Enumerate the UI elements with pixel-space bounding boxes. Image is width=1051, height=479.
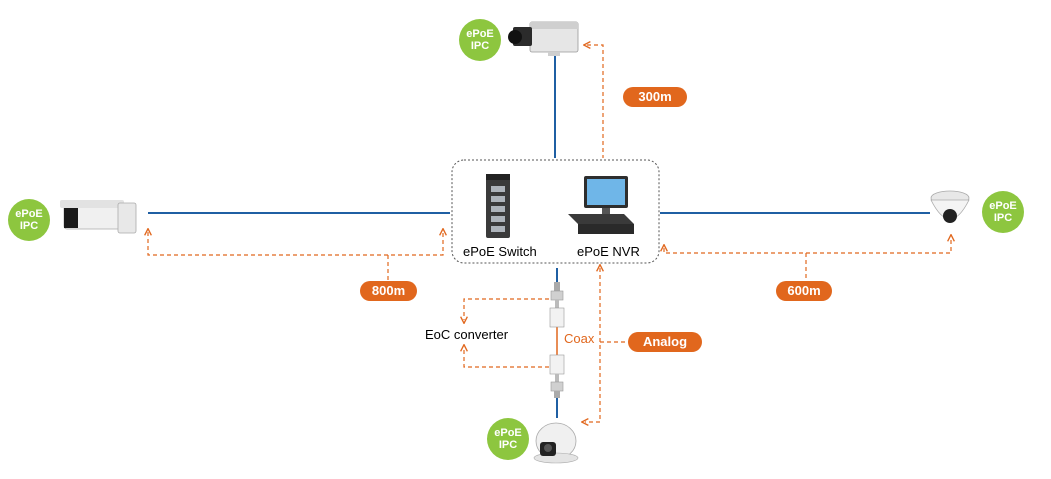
analog-label: Analog [628,332,702,352]
bullet-camera-icon [60,200,137,234]
analog-path [585,268,600,422]
distance-path-right [664,238,951,254]
epoe-switch-icon [486,174,510,238]
badge-line2: IPC [993,212,1013,224]
badge-line2: IPC [498,439,518,451]
coax-label: Coax [564,331,595,346]
distance-label-left: 800m [360,281,417,301]
epoe-ipc-badge-top: ePoE IPC [459,19,501,61]
epoe-ipc-badge-bottom: ePoE IPC [487,418,529,460]
eoc-converter-upper-icon [549,282,565,328]
converter-label: EoC converter [425,327,509,342]
distance-label-right: 600m [776,281,832,301]
badge-line2: IPC [19,220,39,232]
converter-path-lower [464,348,549,368]
epoe-ipc-badge-left: ePoE IPC [8,199,50,241]
distance-path-left [148,232,443,256]
epoe-ipc-badge-right: ePoE IPC [982,191,1024,233]
nvr-label: ePoE NVR [577,244,640,259]
hub-box [451,159,660,264]
box-camera-icon [508,21,579,56]
distance-label-top: 300m [623,87,687,107]
badge-line2: IPC [470,40,490,52]
dome-camera-icon [930,190,970,223]
distance-path-top [587,45,604,158]
eoc-converter-lower-icon [549,354,565,398]
badge-line1: ePoE [466,28,494,40]
badge-line1: ePoE [989,200,1017,212]
badge-line1: ePoE [15,208,43,220]
switch-label: ePoE Switch [463,244,537,259]
blue-cables [148,55,930,418]
badge-line1: ePoE [494,427,522,439]
turret-camera-icon [533,422,579,464]
epoe-nvr-icon [568,176,634,234]
converter-path-upper [464,298,549,320]
